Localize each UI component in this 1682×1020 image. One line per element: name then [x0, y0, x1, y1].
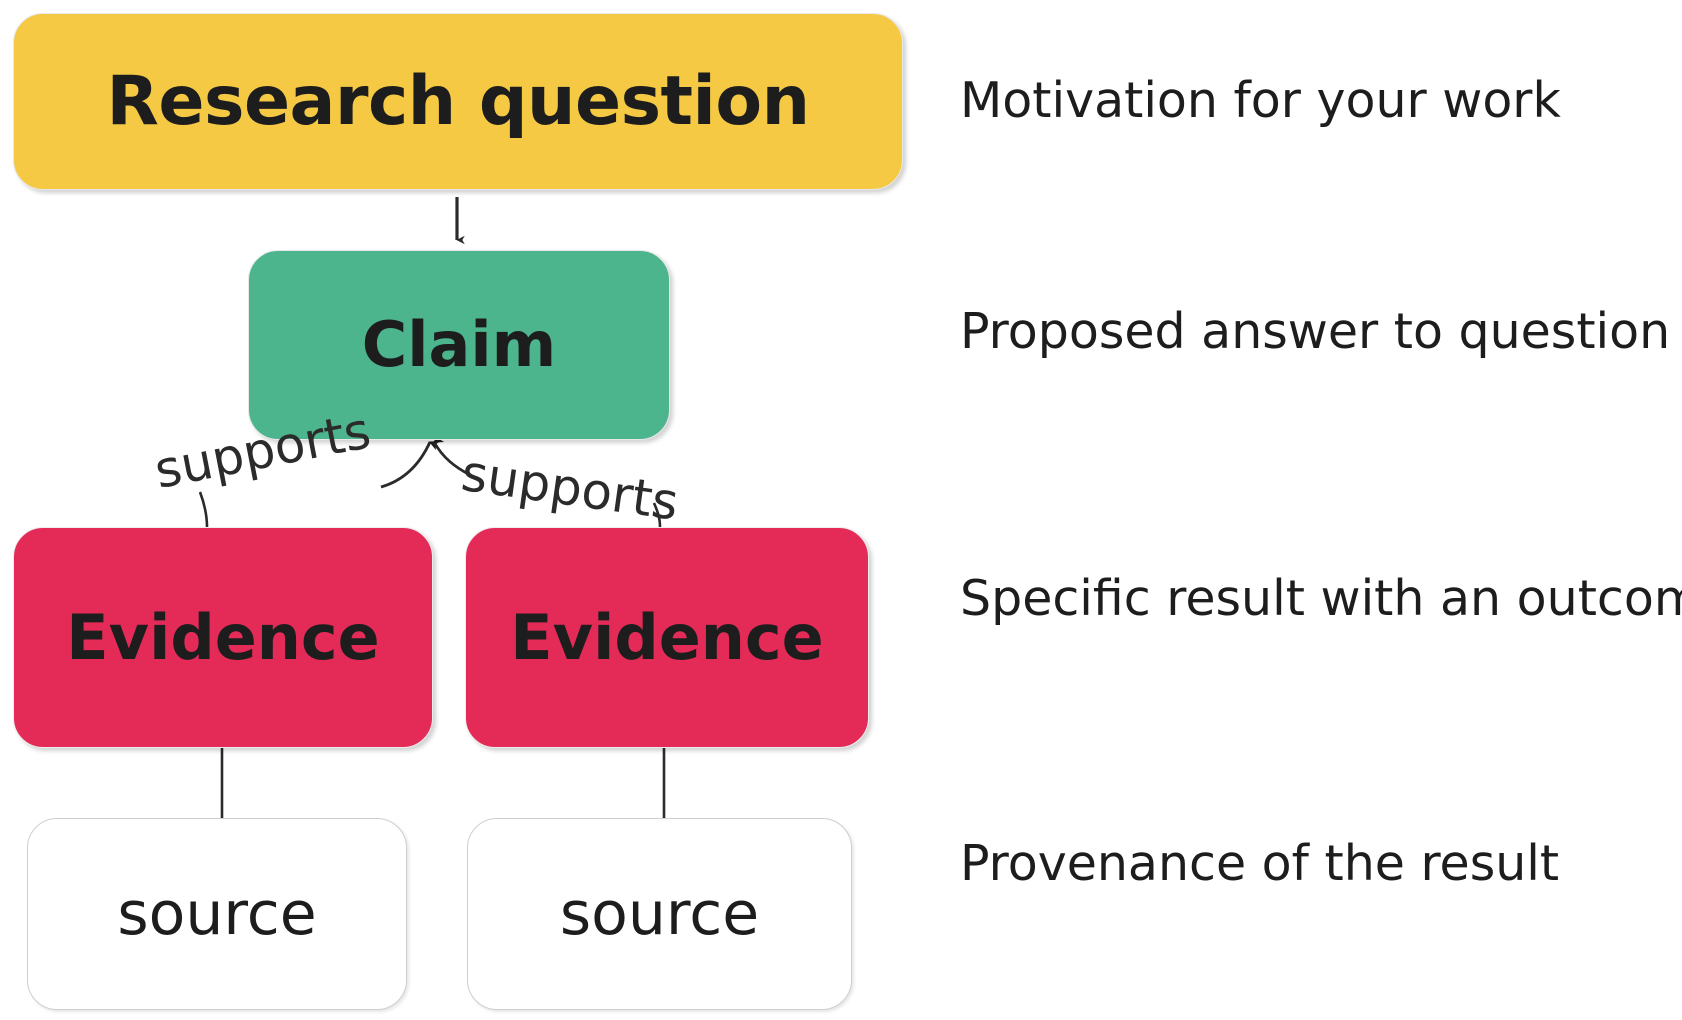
- caption-provenance: Provenance of the result: [960, 835, 1560, 892]
- node-claim-label: Claim: [361, 308, 557, 382]
- node-source-right-label: source: [559, 878, 760, 949]
- node-claim[interactable]: Claim: [248, 250, 670, 440]
- node-research-question[interactable]: Research question: [13, 13, 903, 190]
- caption-proposed-answer: Proposed answer to question: [960, 303, 1671, 360]
- node-evidence-right[interactable]: Evidence: [465, 527, 869, 748]
- node-source-left-label: source: [117, 878, 317, 949]
- node-source-right[interactable]: source: [467, 818, 852, 1010]
- node-evidence-right-label: Evidence: [510, 600, 824, 674]
- node-source-left[interactable]: source: [27, 818, 407, 1010]
- node-evidence-left-label: Evidence: [66, 600, 380, 674]
- edge-label-supports-right: supports: [457, 444, 682, 532]
- caption-motivation: Motivation for your work: [960, 72, 1561, 129]
- node-research-question-label: Research question: [106, 61, 810, 141]
- node-evidence-left[interactable]: Evidence: [13, 527, 433, 748]
- caption-specific-result: Specific result with an outcome: [960, 570, 1682, 627]
